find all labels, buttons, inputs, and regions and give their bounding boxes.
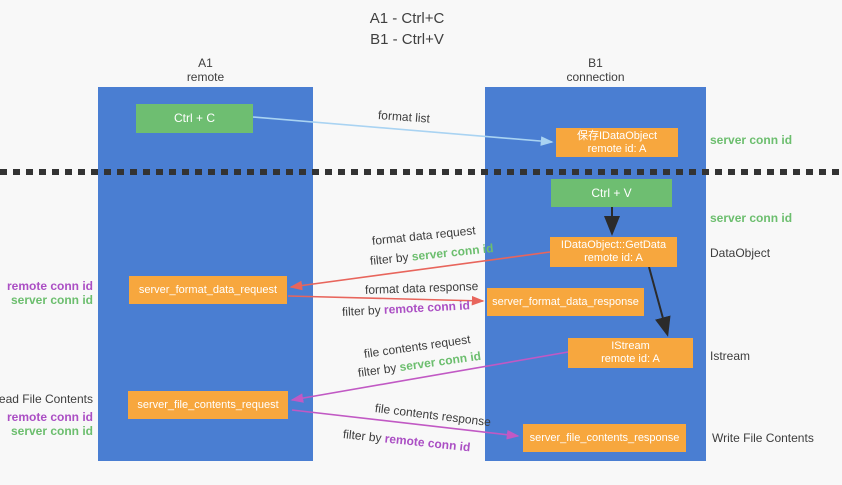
node-server-format-data-request: server_format_data_request (129, 276, 287, 304)
node-istream-line2: remote id: A (601, 353, 660, 365)
lifeline-a1-header: A1 remote (98, 56, 313, 84)
filter-by-text: filter by (341, 302, 385, 319)
node-getdata-line1: IDataObject::GetData (560, 239, 667, 251)
right-write-file-contents-label: Write File Contents (712, 431, 814, 445)
title-line-1: A1 - Ctrl+C (369, 10, 445, 27)
node-format-request-label: server_format_data_request (138, 283, 278, 296)
title-line-2: B1 - Ctrl+V (370, 31, 444, 48)
remote-conn-id-text: remote conn id (383, 298, 471, 317)
node-server-file-contents-request: server_file_contents_request (128, 391, 288, 419)
filter-by-text: filter by (369, 249, 413, 268)
right-dataobject-label: DataObject (710, 246, 771, 260)
label-filter-remote-conn-1: filter by remote conn id (342, 298, 471, 319)
left-read-file-contents-label: Read File Contents (0, 392, 93, 406)
node-getdata-line2: remote id: A (584, 252, 643, 264)
node-istream-line1: IStream (611, 340, 650, 352)
label-format-list: format list (377, 108, 431, 126)
node-ctrl-v-label: Ctrl + V (591, 185, 632, 200)
filter-by-text: filter by (357, 360, 401, 380)
node-ctrl-c-label: Ctrl + C (173, 111, 215, 125)
node-format-response-label: server_format_data_response (492, 295, 639, 308)
right-istream-label: Istream (710, 349, 751, 363)
lifeline-b1-role: connection (566, 70, 625, 84)
left-remote-conn-id-bottom: remote conn id (6, 410, 93, 424)
lifeline-b1-header: B1 connection (485, 56, 706, 84)
node-save-idataobject-line1: 保存IDataObject (576, 129, 658, 142)
lifeline-b1-id: B1 (588, 56, 603, 70)
node-save-idataobject-line2: remote id: A (587, 142, 647, 155)
label-filter-remote-conn-2: filter by remote conn id (342, 427, 471, 454)
node-file-request-label: server_file_contents_request (137, 398, 279, 411)
node-save-idataobject: 保存IDataObject remote id: A (556, 128, 678, 157)
node-server-format-data-response: server_format_data_response (487, 288, 644, 316)
diagram-title: A1 - Ctrl+C B1 - Ctrl+V (307, 8, 507, 50)
left-remote-conn-id-top: remote conn id (6, 279, 93, 293)
left-server-conn-id-top: server conn id (10, 293, 93, 307)
node-ctrl-c: Ctrl + C (136, 104, 253, 133)
right-server-conn-id-mid: server conn id (710, 211, 793, 225)
phase-separator-line (0, 169, 842, 175)
node-server-file-contents-response: server_file_contents_response (523, 424, 686, 452)
node-istream: IStream remote id: A (568, 338, 693, 368)
label-file-contents-response: file contents response (374, 401, 492, 430)
remote-conn-id-text: remote conn id (384, 431, 472, 455)
lifeline-a1-role: remote (186, 70, 225, 84)
server-conn-id-text: server conn id (411, 241, 495, 264)
lifeline-a1-id: A1 (198, 56, 213, 70)
node-idataobject-getdata: IDataObject::GetData remote id: A (550, 237, 677, 267)
left-server-conn-id-bottom: server conn id (10, 424, 93, 438)
label-format-data-response: format data response (364, 279, 479, 297)
filter-by-text: filter by (342, 427, 386, 446)
node-ctrl-v: Ctrl + V (551, 179, 672, 207)
node-file-response-label: server_file_contents_response (529, 431, 680, 444)
right-server-conn-id-top: server conn id (710, 133, 793, 147)
